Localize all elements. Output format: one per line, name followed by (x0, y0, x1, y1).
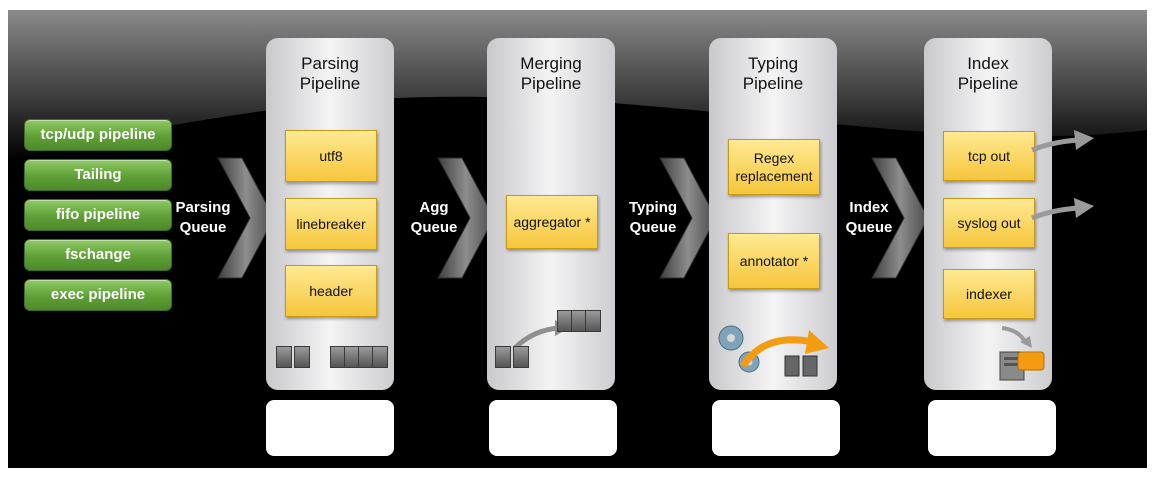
input-tcp-udp-pipeline: tcp/udp pipeline (24, 119, 172, 151)
stage-utf8: utf8 (285, 130, 377, 182)
input-fschange: fschange (24, 239, 172, 271)
gears-transform-icon (718, 325, 829, 377)
stage-linebreaker: linebreaker (285, 198, 377, 250)
stage-header: header (285, 265, 377, 317)
merge-documents-icon (493, 300, 609, 376)
index-bottom-box (928, 400, 1056, 456)
input-exec-pipeline: exec pipeline (24, 279, 172, 311)
typing-queue-chevron-icon (659, 157, 717, 279)
stage-tcp-out: tcp out (943, 131, 1035, 181)
tcp-out-arrow-icon (1031, 130, 1094, 153)
diagram-canvas: tcp/udp pipeline Tailing fifo pipeline f… (8, 10, 1147, 468)
stage-aggregator: aggregator * (506, 195, 598, 249)
syslog-out-arrow-icon (1031, 198, 1094, 221)
agg-queue-chevron-icon (437, 157, 495, 279)
server-storage-icon (999, 326, 1045, 381)
stage-annotator: annotator * (728, 233, 820, 289)
index-queue-chevron-icon (871, 157, 929, 279)
typing-bottom-box (712, 400, 840, 456)
document-icons (274, 344, 388, 374)
stage-indexer: indexer (943, 269, 1035, 319)
parsing-queue-chevron-icon (217, 157, 275, 279)
parsing-bottom-box (266, 400, 394, 456)
input-tailing: Tailing (24, 159, 172, 191)
merging-bottom-box (489, 400, 617, 456)
stage-syslog-out: syslog out (943, 198, 1035, 248)
input-fifo-pipeline: fifo pipeline (24, 199, 172, 231)
